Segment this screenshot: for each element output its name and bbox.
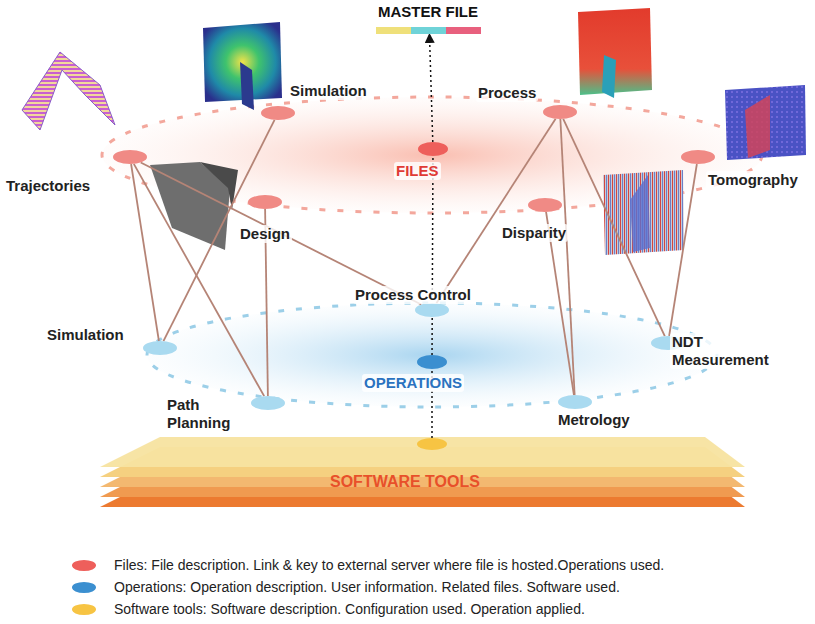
file-node: Metrology	[558, 395, 592, 409]
file-node: NDT Measurement	[651, 336, 685, 350]
node-label: Tomography	[706, 171, 800, 189]
file-node: Design	[248, 195, 282, 209]
process-figure	[578, 8, 652, 95]
node-label: Simulation	[288, 82, 369, 100]
tomography-fin	[745, 95, 770, 158]
disparity-figure	[603, 170, 684, 255]
layer-plane	[100, 437, 745, 467]
node-dot	[248, 195, 282, 209]
node-label: Design	[238, 225, 292, 243]
node-dot	[113, 150, 147, 164]
file-node: Process	[543, 105, 577, 119]
node-label: FILES	[394, 162, 441, 180]
file-node: OPERATIONS	[417, 355, 447, 369]
node-label: Process	[476, 84, 538, 102]
simulation-fin	[240, 62, 254, 110]
file-node: FILES	[418, 142, 448, 156]
connector	[131, 164, 159, 341]
node-label: SOFTWARE TOOLS	[328, 472, 482, 491]
legend-row: Software tools: Software description. Co…	[72, 601, 585, 617]
connector	[134, 164, 264, 396]
file-node: Tomography	[681, 150, 715, 164]
file-node: Process Control	[415, 303, 449, 317]
node-dot	[261, 106, 295, 120]
node-label: OPERATIONS	[362, 374, 464, 392]
process-fin	[602, 55, 616, 98]
node-dot	[143, 341, 177, 355]
color-swatch	[446, 27, 481, 34]
node-dot	[251, 396, 285, 410]
master-file: MASTER FILE	[374, 5, 484, 35]
file-node: Simulation	[261, 106, 295, 120]
node-dot	[418, 142, 448, 156]
legend-text: Operations: Operation description. User …	[114, 579, 620, 595]
node-dot	[543, 105, 577, 119]
color-swatch	[411, 27, 446, 34]
connector	[563, 119, 665, 336]
node-label: Metrology	[556, 411, 632, 429]
node-dot	[558, 395, 592, 409]
file-node: SOFTWARE TOOLS	[417, 438, 447, 450]
legend-row: Files: File description. Link & key to e…	[72, 557, 664, 573]
node-dot	[528, 198, 562, 212]
node-dot	[251, 396, 285, 410]
node-dot	[681, 150, 715, 164]
node-dot	[417, 438, 447, 450]
file-node: Trajectories	[113, 150, 147, 164]
tomography-figure	[725, 85, 806, 160]
node-dot	[261, 106, 295, 120]
node-dot	[417, 355, 447, 369]
node-dot	[113, 150, 147, 164]
node-dot	[528, 198, 562, 212]
connector	[141, 162, 422, 304]
connector	[431, 156, 433, 355]
node-label: Trajectories	[4, 177, 92, 195]
legend-row: Operations: Operation description. User …	[72, 579, 620, 595]
node-dot	[415, 303, 449, 317]
node-label: Path Planning	[165, 396, 251, 432]
legend-text: Files: File description. Link & key to e…	[114, 557, 664, 573]
node-dot	[681, 150, 715, 164]
file-node: Simulation	[143, 341, 177, 355]
node-label: NDT Measurement	[670, 333, 784, 369]
legend-swatch	[72, 560, 96, 571]
legend-swatch	[72, 582, 96, 593]
connector	[669, 164, 697, 336]
connector	[429, 35, 432, 142]
legend-text: Software tools: Software description. Co…	[114, 601, 585, 617]
node-dot	[248, 195, 282, 209]
node-label: MASTER FILE	[376, 3, 480, 21]
node-label: Process Control	[353, 286, 473, 304]
trajectories-figure	[22, 52, 115, 130]
file-node: Path Planning	[251, 396, 285, 410]
node-dot	[417, 355, 447, 369]
node-label: Simulation	[45, 326, 126, 344]
node-label: Disparity	[500, 224, 568, 242]
color-swatch	[376, 27, 411, 34]
node-dot	[558, 395, 592, 409]
disparity-fin	[630, 175, 650, 252]
node-dot	[415, 303, 449, 317]
file-node: Disparity	[528, 198, 562, 212]
node-dot	[543, 105, 577, 119]
node-dot	[418, 142, 448, 156]
node-dot	[417, 438, 447, 450]
legend-swatch	[72, 604, 96, 615]
node-dot	[143, 341, 177, 355]
